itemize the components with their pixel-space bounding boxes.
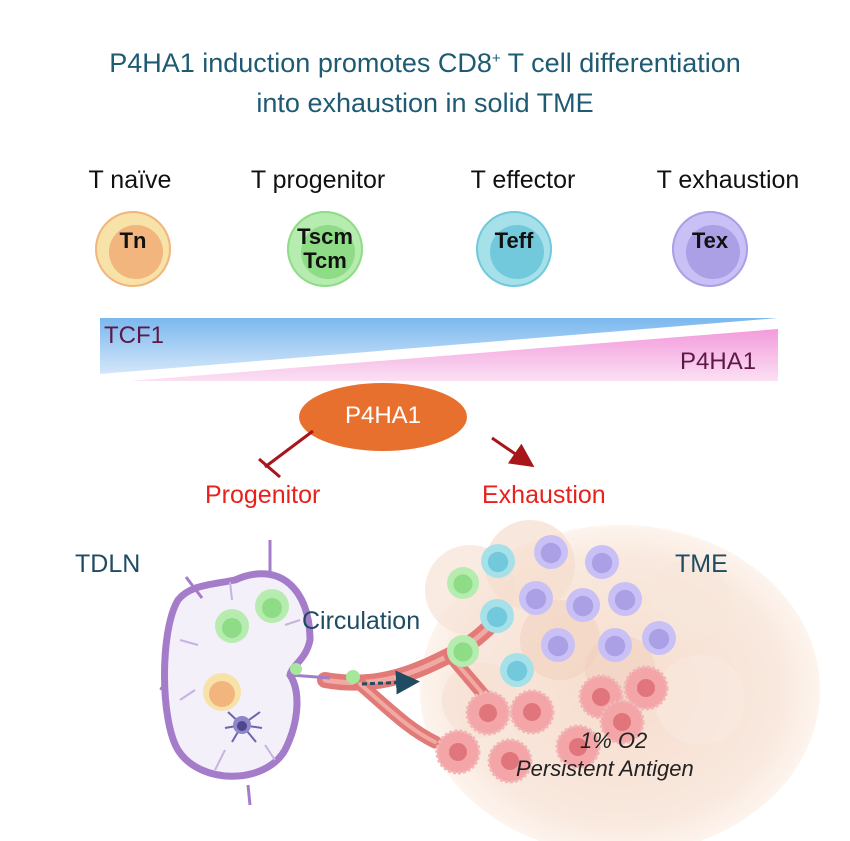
tcf1-gradient-bar bbox=[100, 318, 778, 374]
cell-teff: Teff bbox=[476, 211, 552, 287]
progenitor-label: Progenitor bbox=[205, 481, 321, 509]
circulation-label: Circulation bbox=[302, 607, 421, 635]
tcf1-label: TCF1 bbox=[104, 322, 164, 349]
title-text: P4HA1 induction promotes CD8 bbox=[109, 48, 492, 78]
tme-cell-tex bbox=[566, 588, 600, 622]
cell-label-tscm: Tscm bbox=[297, 224, 353, 249]
tumor-stroma bbox=[420, 520, 820, 841]
p4ha1-gradient-label: P4HA1 bbox=[680, 348, 757, 375]
tme-cell-tex bbox=[541, 628, 575, 662]
tme-cell-tex bbox=[519, 581, 553, 615]
tme-cell-teff bbox=[481, 544, 515, 578]
tme-cell-teff bbox=[480, 599, 514, 633]
tme-cell-tex bbox=[598, 628, 632, 662]
tdln-label: TDLN bbox=[75, 550, 141, 578]
title-line-1: P4HA1 induction promotes CD8+ T cell dif… bbox=[0, 42, 850, 80]
tme-cell-tex bbox=[534, 535, 568, 569]
tme-label: TME bbox=[675, 550, 728, 578]
nucleus bbox=[301, 225, 355, 279]
tumor-cell bbox=[509, 689, 555, 735]
tme-cell-teff bbox=[500, 653, 534, 687]
title-text-tail: T cell differentiation bbox=[500, 48, 741, 78]
ln-progenitor-cell bbox=[215, 609, 249, 643]
tme-cell-tscm bbox=[447, 567, 479, 599]
tumor-cell bbox=[555, 724, 601, 770]
cell-tscm-tcm: Tscm Tcm bbox=[287, 211, 363, 287]
lymph-node bbox=[159, 540, 331, 806]
p4ha1-regulator-ellipse bbox=[299, 383, 467, 451]
tme-cell-tex bbox=[585, 545, 619, 579]
nucleus bbox=[686, 225, 740, 279]
inhibit-bar bbox=[258, 457, 281, 479]
tme-cell-tex bbox=[608, 582, 642, 616]
nucleus bbox=[490, 225, 544, 279]
tumor-cell bbox=[465, 690, 511, 736]
stage-label-progenitor: T progenitor bbox=[250, 166, 386, 194]
title-line-2: into exhaustion in solid TME bbox=[256, 88, 594, 118]
stage-label-naive: T naïve bbox=[88, 166, 172, 194]
cell-tex: Tex bbox=[672, 211, 748, 287]
dendritic-cell bbox=[224, 711, 263, 743]
cell-label-tn: Tn bbox=[119, 228, 147, 253]
p4ha1-gradient-bar bbox=[130, 329, 778, 381]
exhaustion-label: Exhaustion bbox=[482, 481, 606, 509]
cell-tn: Tn bbox=[95, 211, 171, 287]
cell-label-tcm: Tcm bbox=[303, 248, 347, 273]
tme-cell-tscm bbox=[447, 635, 479, 667]
stage-label-effector: T effector bbox=[470, 166, 576, 194]
oxygen-label: 1% O2 bbox=[580, 728, 648, 753]
migrating-cell bbox=[346, 670, 360, 684]
tme-cell-tex bbox=[642, 621, 676, 655]
ln-progenitor-cell bbox=[255, 589, 289, 623]
inhibit-arrow bbox=[264, 429, 314, 469]
tumor-cell bbox=[435, 729, 481, 775]
tumor-cell bbox=[599, 699, 645, 745]
cell-label-teff: Teff bbox=[494, 228, 534, 253]
cell-label-tex: Tex bbox=[691, 228, 729, 253]
nucleus bbox=[109, 225, 163, 279]
p4ha1-regulator-label: P4HA1 bbox=[344, 402, 422, 429]
title-superscript: + bbox=[491, 50, 501, 67]
ln-naive-cell bbox=[203, 673, 241, 711]
tumor-cell bbox=[487, 738, 533, 784]
stage-label-exhaustion: T exhaustion bbox=[656, 166, 800, 194]
antigen-label: Persistent Antigen bbox=[516, 756, 694, 781]
migrating-cell bbox=[290, 663, 302, 675]
tumor-cell bbox=[623, 665, 669, 711]
promote-arrow bbox=[491, 436, 535, 468]
